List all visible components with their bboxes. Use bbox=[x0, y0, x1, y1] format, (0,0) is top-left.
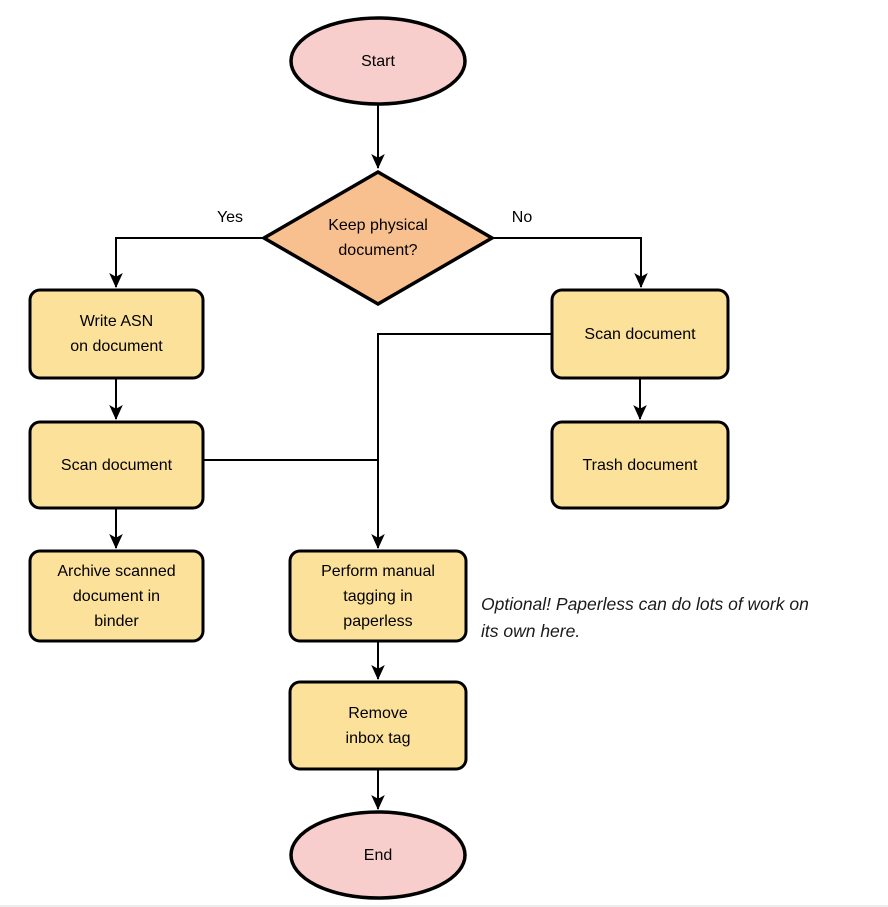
edge-decision-yes bbox=[109, 237, 264, 288]
node-trash bbox=[550, 420, 730, 510]
node-tagging bbox=[288, 549, 468, 643]
node-archive bbox=[28, 549, 205, 643]
node-end bbox=[289, 810, 467, 900]
node-scan-left bbox=[28, 420, 205, 510]
node-remove-inbox bbox=[288, 680, 468, 771]
node-scan-right bbox=[550, 288, 730, 380]
optional-note: Optional! Paperless can do lots of work … bbox=[481, 594, 809, 641]
edge-decision-no bbox=[492, 237, 648, 288]
edge-label-no: No bbox=[511, 209, 533, 226]
node-decision bbox=[260, 169, 496, 307]
node-start bbox=[289, 16, 467, 106]
edge-label-yes: Yes bbox=[216, 209, 244, 226]
page-bottom-rule bbox=[0, 905, 888, 907]
node-write-asn bbox=[28, 288, 205, 380]
edge-scanright-to-tagging bbox=[371, 333, 552, 549]
